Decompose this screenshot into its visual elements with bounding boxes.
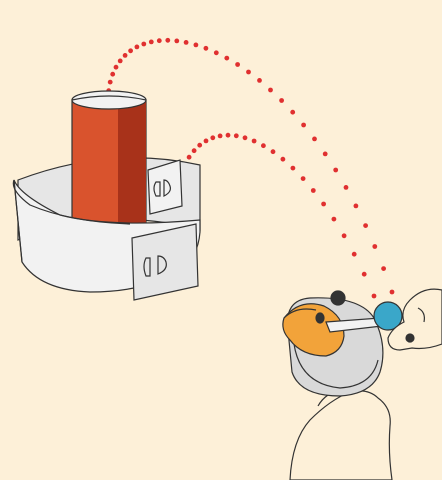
dot <box>113 64 119 70</box>
dot <box>117 58 123 64</box>
dotted-path-icon <box>105 37 395 299</box>
dot <box>203 45 209 51</box>
dot <box>341 233 347 239</box>
dot <box>217 133 223 139</box>
dot <box>268 87 273 93</box>
handheld-device-icon <box>282 288 442 480</box>
dot <box>300 176 306 182</box>
dot <box>270 149 276 155</box>
bubble-icon <box>373 301 403 331</box>
dot <box>213 50 219 56</box>
paper-tube-icon <box>71 90 147 233</box>
dot <box>351 251 357 257</box>
dot <box>174 38 180 44</box>
hands-icon <box>289 390 393 480</box>
dot <box>290 109 296 115</box>
dot <box>141 41 147 47</box>
dot <box>331 216 337 222</box>
dot <box>246 69 251 75</box>
dot <box>203 138 209 144</box>
dot <box>363 223 368 229</box>
dot <box>193 42 199 48</box>
dot <box>148 39 154 45</box>
dot <box>322 151 328 157</box>
dot <box>343 185 349 190</box>
dot <box>389 289 395 295</box>
dot <box>261 143 266 149</box>
dot <box>333 167 339 173</box>
dot <box>353 203 359 209</box>
dot <box>122 53 128 58</box>
dot <box>312 136 317 142</box>
dot <box>257 78 262 83</box>
dot <box>301 122 306 128</box>
dot <box>107 79 113 85</box>
dot <box>210 135 216 141</box>
dot <box>186 154 192 160</box>
dot <box>191 148 197 154</box>
dot <box>321 201 326 207</box>
dot <box>310 188 316 193</box>
dot <box>381 266 386 271</box>
dot <box>128 48 134 54</box>
dot <box>110 71 116 77</box>
dot <box>183 40 189 45</box>
hands-icon <box>387 288 442 351</box>
dot <box>372 244 378 249</box>
dot <box>233 133 239 139</box>
dot <box>197 142 203 148</box>
dot <box>280 156 286 162</box>
dot <box>361 271 367 277</box>
dot <box>134 44 140 50</box>
paper-ring-icon <box>12 90 201 301</box>
dot <box>224 55 230 61</box>
dot <box>251 138 257 144</box>
dot <box>371 293 377 299</box>
dot <box>235 62 241 67</box>
dot <box>225 132 231 138</box>
dot <box>242 135 248 141</box>
dot <box>165 37 171 43</box>
dot <box>290 165 296 171</box>
dot <box>279 98 284 103</box>
dot <box>156 38 162 44</box>
